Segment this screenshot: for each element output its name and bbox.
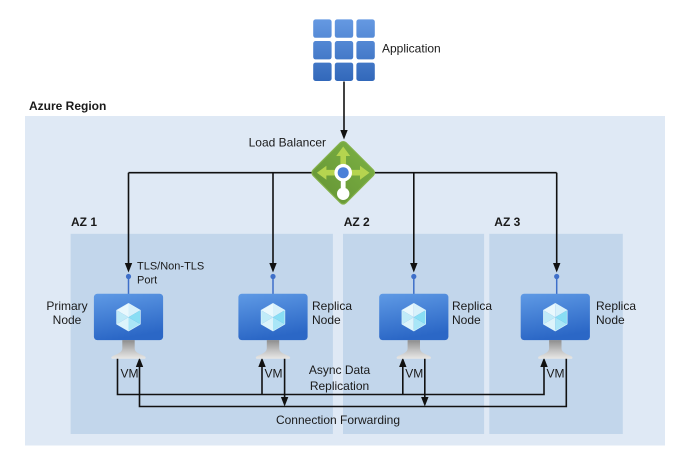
svg-text:VM: VM (547, 367, 565, 381)
svg-text:Node: Node (312, 313, 341, 327)
svg-text:Replication: Replication (310, 379, 369, 393)
svg-text:Replica: Replica (596, 299, 636, 313)
svg-text:TLS/Non-TLS: TLS/Non-TLS (137, 261, 204, 273)
svg-text:Application: Application (382, 42, 441, 56)
svg-text:Replica: Replica (312, 299, 352, 313)
svg-text:Connection Forwarding: Connection Forwarding (276, 413, 400, 427)
svg-text:AZ 2: AZ 2 (344, 215, 370, 229)
svg-text:Load Balancer: Load Balancer (249, 136, 326, 150)
svg-text:Azure Region: Azure Region (29, 99, 106, 113)
svg-text:AZ 1: AZ 1 (71, 215, 97, 229)
svg-text:VM: VM (405, 367, 423, 381)
svg-text:Async Data: Async Data (309, 363, 371, 377)
svg-text:Node: Node (53, 313, 82, 327)
svg-text:Port: Port (137, 275, 157, 287)
svg-text:VM: VM (265, 367, 283, 381)
svg-text:Replica: Replica (452, 299, 492, 313)
svg-text:AZ 3: AZ 3 (494, 215, 520, 229)
svg-text:VM: VM (121, 367, 139, 381)
svg-text:Node: Node (452, 313, 481, 327)
svg-text:Primary: Primary (46, 299, 87, 313)
svg-text:Node: Node (596, 313, 625, 327)
